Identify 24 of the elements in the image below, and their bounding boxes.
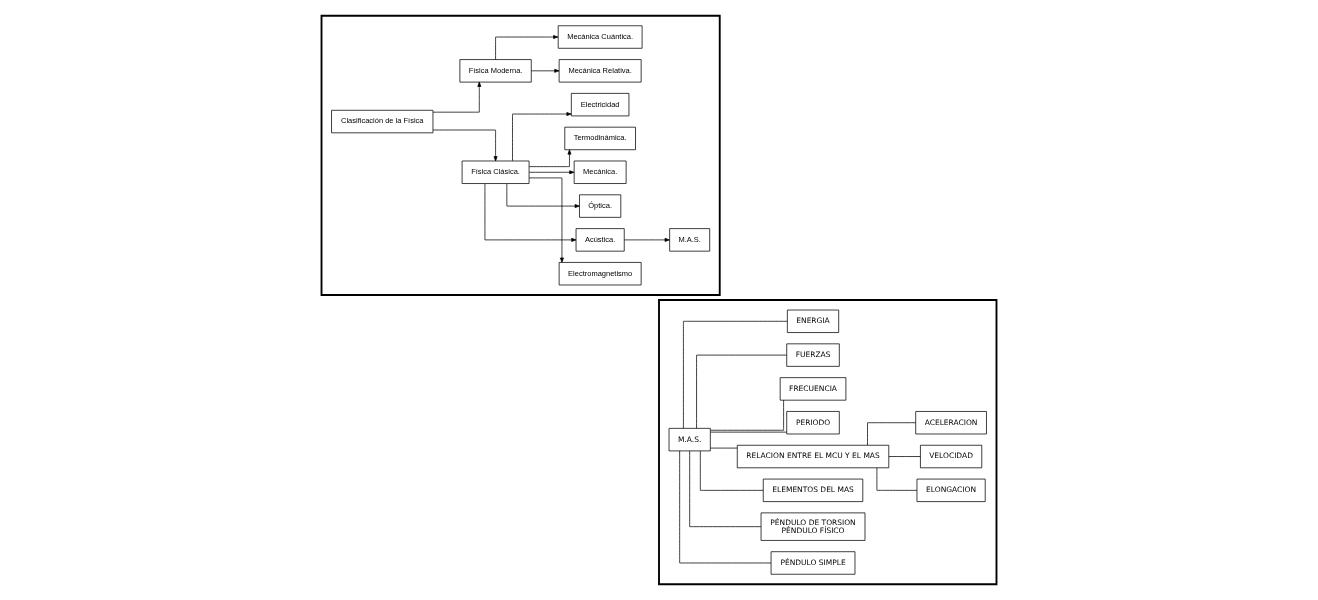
arrow	[624, 238, 670, 242]
connector	[689, 450, 762, 528]
connector	[710, 447, 738, 449]
connector	[888, 456, 921, 457]
arrow	[528, 149, 572, 167]
connector	[710, 431, 787, 433]
arrow	[432, 129, 498, 162]
connector	[679, 450, 772, 564]
arrow	[528, 177, 564, 263]
connector	[683, 320, 788, 429]
arrow	[528, 170, 575, 175]
arrow	[506, 183, 580, 208]
cluster	[320, 14, 721, 296]
arrow	[530, 68, 560, 73]
connector	[696, 354, 787, 429]
arrow	[432, 81, 482, 113]
connector	[710, 399, 784, 431]
connector	[876, 467, 918, 491]
arrow	[495, 35, 559, 60]
arrow	[512, 112, 572, 162]
arrow	[484, 183, 577, 242]
connector	[867, 422, 916, 446]
connector	[699, 450, 764, 491]
cluster	[658, 299, 998, 586]
